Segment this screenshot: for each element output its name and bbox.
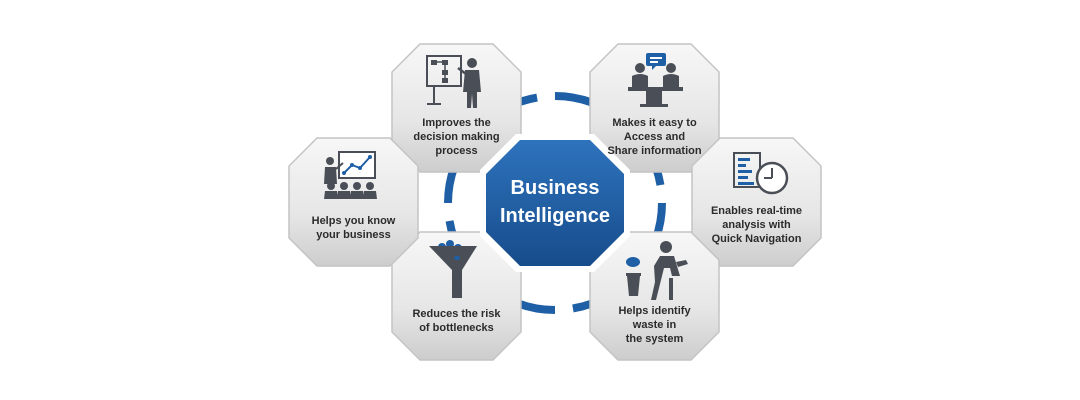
audience-chart-icon (324, 151, 377, 199)
tile-access (589, 43, 720, 173)
person-trash-icon (626, 241, 688, 300)
funnel-icon (429, 240, 477, 298)
node-label-access: Makes it easy to Access and Share inform… (607, 117, 702, 157)
node-label-decision: Improves the decision making process (413, 117, 500, 157)
center-tile-fill (486, 140, 624, 266)
tile-know (288, 137, 419, 267)
node-label-know: Helps you know your business (311, 215, 396, 241)
center-title: Business Intelligence (499, 177, 611, 227)
report-clock-icon (733, 152, 789, 195)
presentation-flowchart-icon (426, 55, 481, 108)
meeting-table-icon (628, 53, 683, 107)
tile-realtime (691, 137, 822, 267)
node-label-bottlenecks: Reduces the risk of bottlenecks (412, 308, 501, 334)
node-label-waste: Helps identify waste in the system (618, 305, 691, 345)
node-label-realtime: Enables real-time analysis with Quick Na… (710, 205, 803, 245)
connector-ring (444, 92, 666, 314)
